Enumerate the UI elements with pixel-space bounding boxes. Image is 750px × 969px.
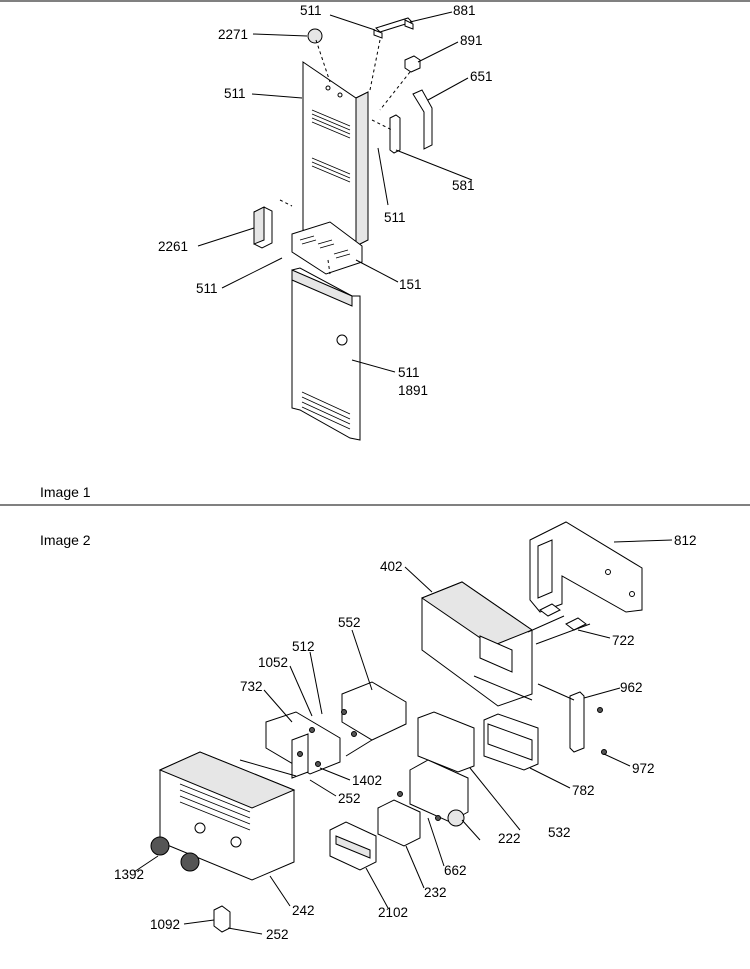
callout-label: 252: [338, 791, 361, 806]
callout-label: 242: [292, 903, 315, 918]
image2-caption: Image 2: [40, 532, 91, 548]
callout-label: 972: [632, 761, 655, 776]
callout-label: 232: [424, 885, 447, 900]
callout-label: 552: [338, 615, 361, 630]
image2-leaders: [133, 539, 673, 935]
callout-label: 511: [224, 86, 246, 101]
image1-parts: [253, 17, 433, 441]
callout-label: 151: [399, 277, 422, 292]
callout-label: 252: [266, 927, 289, 942]
callout-label: 1402: [352, 773, 382, 788]
image2-parts: [150, 521, 643, 933]
callout-label: 651: [470, 69, 493, 84]
callout-label: 532: [548, 825, 571, 840]
callout-label: 511: [384, 210, 406, 225]
callout-label: 2261: [158, 239, 188, 254]
callout-label: 812: [674, 533, 697, 548]
callout-label: 1052: [258, 655, 288, 670]
image1-leaders: [197, 11, 473, 373]
callout-label: 1392: [114, 867, 144, 882]
callout-label: 1092: [150, 917, 180, 932]
callout-label: 581: [452, 178, 475, 193]
callout-label: 662: [444, 863, 467, 878]
callout-label: 511: [300, 3, 322, 18]
callout-label: 891: [460, 33, 483, 48]
callout-label: 511: [398, 365, 420, 380]
callout-label: 722: [612, 633, 635, 648]
callout-label: 881: [453, 3, 476, 18]
callout-label: 1891: [398, 383, 428, 398]
callout-label: 782: [572, 783, 595, 798]
callout-label: 962: [620, 680, 643, 695]
callout-label: 511: [196, 281, 218, 296]
image1-caption: Image 1: [40, 484, 91, 500]
callout-label: 2271: [218, 27, 248, 42]
callout-label: 512: [292, 639, 315, 654]
callout-label: 732: [240, 679, 263, 694]
callout-label: 2102: [378, 905, 408, 920]
callout-label: 402: [380, 559, 403, 574]
callout-label: 222: [498, 831, 521, 846]
